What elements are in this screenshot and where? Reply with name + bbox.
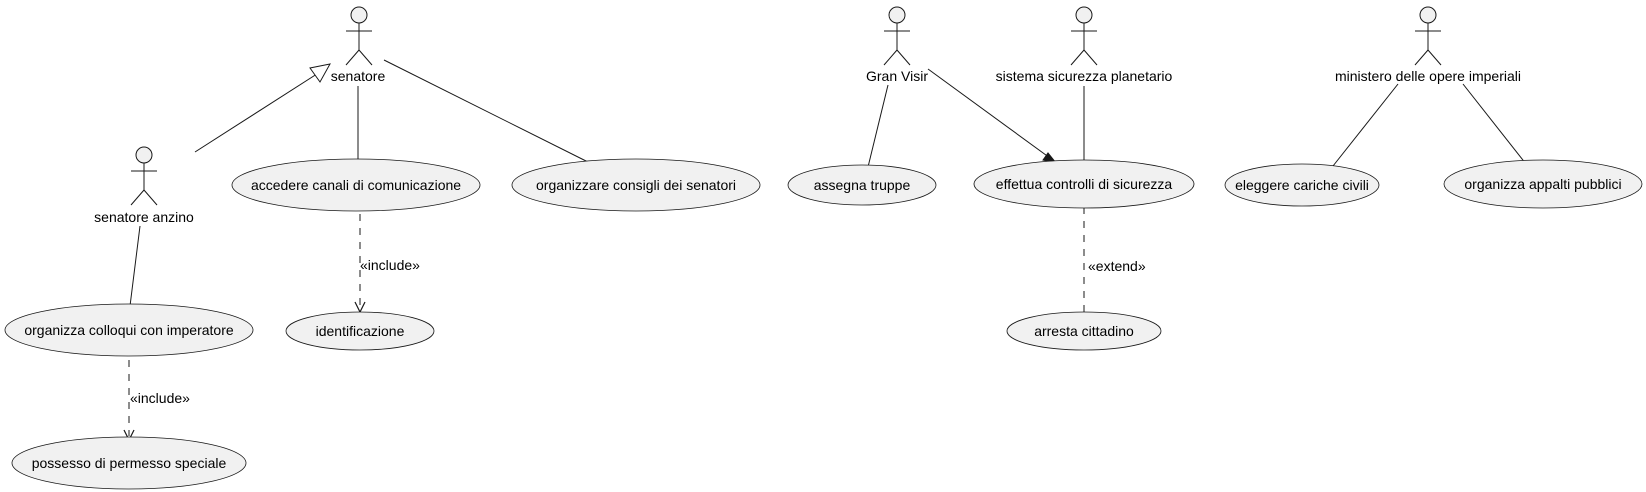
actor-label: senatore anzino [94, 209, 194, 225]
actor-figure-icon [1070, 6, 1098, 66]
association-ministero-appalti [1462, 83, 1527, 165]
usecase-label: arresta cittadino [1034, 323, 1134, 339]
include-edge-accedere-identificazione: «include» [354, 214, 420, 314]
usecase-label: eleggere cariche civili [1235, 177, 1369, 193]
usecase-eleggere-cariche: eleggere cariche civili [1224, 163, 1380, 207]
actor-figure-icon [1414, 6, 1442, 66]
usecase-label: assegna truppe [814, 177, 911, 193]
usecase-arresta-cittadino: arresta cittadino [1006, 311, 1162, 351]
include-label: «include» [130, 390, 190, 406]
usecase-label: organizzare consigli dei senatori [536, 177, 736, 193]
actor-figure-icon [130, 146, 158, 206]
usecase-possesso-permesso: possesso di permesso speciale [11, 436, 247, 490]
hollow-triangle-arrowhead-icon [309, 63, 331, 83]
actor-senatore-anzino: senatore anzino [94, 146, 194, 225]
actor-label: senatore [331, 68, 386, 84]
generalization-edge [194, 63, 331, 153]
actor-label: ministero delle opere imperiali [1335, 68, 1521, 84]
extend-label: «extend» [1088, 258, 1146, 274]
actor-label: Gran Visir [866, 68, 928, 84]
association-granvisir-truppe [867, 84, 889, 168]
usecase-label: effettua controlli di sicurezza [996, 176, 1173, 192]
usecase-accedere-canali: accedere canali di comunicazione [231, 158, 481, 212]
actor-figure-icon [345, 6, 373, 66]
usecase-organizzare-consigli: organizzare consigli dei senatori [511, 158, 761, 212]
usecase-label: accedere canali di comunicazione [251, 177, 461, 193]
include-label: «include» [360, 257, 420, 273]
actor-label: sistema sicurezza planetario [996, 68, 1173, 84]
usecase-label: possesso di permesso speciale [32, 455, 227, 471]
actor-ministero-opere-imperiali: ministero delle opere imperiali [1335, 6, 1521, 84]
usecase-organizza-appalti: organizza appalti pubblici [1443, 159, 1643, 209]
usecase-assegna-truppe: assegna truppe [787, 164, 937, 206]
usecase-organizza-colloqui: organizza colloqui con imperatore [4, 303, 254, 357]
usecase-identificazione: identificazione [285, 311, 435, 351]
actor-senatore: senatore [331, 6, 386, 84]
association-anzino-colloqui [129, 225, 141, 307]
usecase-label: identificazione [316, 323, 405, 339]
usecase-label: organizza colloqui con imperatore [24, 322, 234, 338]
actor-sistema-sicurezza-planetario: sistema sicurezza planetario [996, 6, 1173, 84]
include-edge-colloqui-permesso: «include» [123, 360, 190, 442]
usecase-label: organizza appalti pubblici [1464, 176, 1621, 192]
actor-gran-visir: Gran Visir [866, 6, 928, 84]
association-ministero-eleggere [1332, 83, 1399, 167]
association-senatore-organizzare [383, 59, 591, 164]
actor-figure-icon [883, 6, 911, 66]
usecase-effettua-controlli: effettua controlli di sicurezza [973, 159, 1195, 209]
